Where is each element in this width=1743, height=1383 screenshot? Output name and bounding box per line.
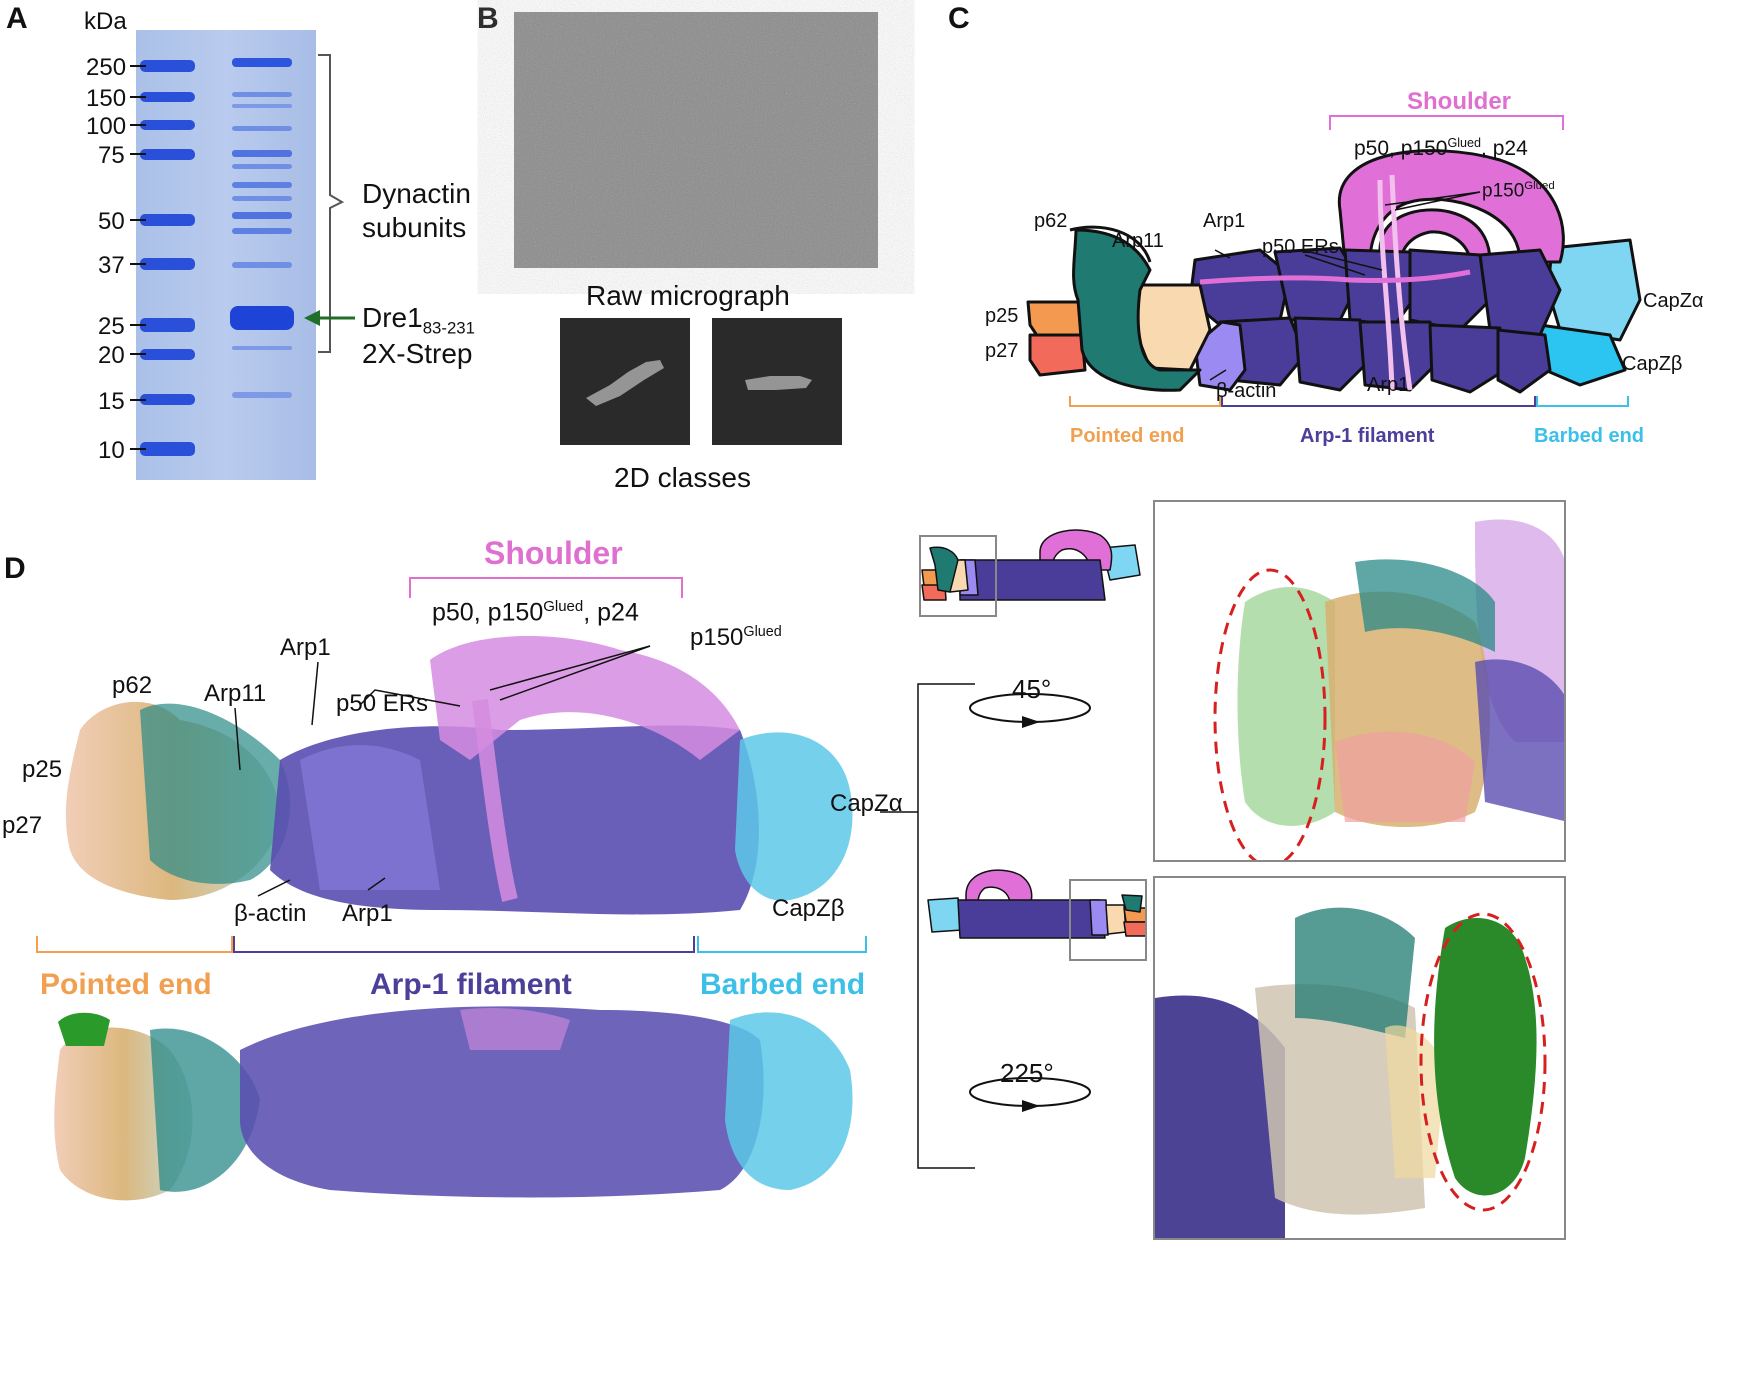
rotation-45-label: 45°	[1012, 674, 1052, 704]
class-box-2	[712, 318, 842, 445]
c-arp11-label: Arp11	[1112, 230, 1164, 252]
p25-shape	[1026, 300, 1087, 342]
raw-micrograph-label: Raw micrograph	[586, 280, 790, 311]
label-dre1: Dre183-231	[362, 302, 475, 338]
c-pointed-end-label: Pointed end	[1070, 425, 1185, 447]
capz-beta-shape	[1538, 323, 1627, 387]
d-pointed-end-density	[65, 701, 280, 900]
class-box-1	[560, 318, 690, 445]
zoom-1-density	[1155, 502, 1564, 860]
dynactin-bracket	[318, 54, 345, 353]
barbed-bracket-c	[1536, 396, 1629, 407]
zoom-1-highlight-ellipse	[1213, 568, 1327, 860]
shoulder-shape	[1337, 149, 1565, 264]
panel-label-b: B	[477, 2, 499, 35]
ladder-bands	[140, 60, 195, 456]
thumb-box-2	[1069, 879, 1147, 961]
barbed-bracket-d	[697, 936, 867, 953]
panel-label-a: A	[6, 2, 28, 35]
marker-250: 250	[86, 54, 127, 81]
panel-label-c: C	[948, 2, 970, 35]
d-arp1-bottom-label: Arp1	[342, 900, 393, 927]
panel-label-d: D	[4, 552, 26, 585]
marker-50: 50	[98, 208, 125, 235]
d-arp1-top-label: Arp1	[280, 634, 331, 661]
c-shoulder-subunits: p50, p150Glued, p24	[1354, 136, 1528, 160]
d-pointed-end-label: Pointed end	[40, 968, 212, 1001]
zoom-panel-pointed-end-225	[1153, 876, 1566, 1240]
c-arp1-top-label: Arp1	[1203, 210, 1246, 232]
d-lower-green-density	[58, 1012, 110, 1046]
pointed-bracket-c	[1069, 396, 1221, 407]
c-p25-label: p25	[985, 305, 1019, 327]
marker-15: 15	[98, 388, 125, 415]
d-arp11-label: Arp11	[204, 680, 267, 707]
marker-150: 150	[86, 85, 127, 112]
zoom-2-green-density	[1434, 918, 1537, 1196]
d-p27-label: p27	[2, 812, 43, 839]
dre1-arrow	[304, 310, 320, 326]
zoom-2-ribbon-model	[1155, 878, 1564, 1238]
shoulder-bracket-c	[1329, 115, 1564, 130]
c-p27-label: p27	[985, 340, 1019, 362]
c-arp1-bottom-label: Arp1	[1367, 374, 1410, 396]
shoulder-bracket-d	[409, 577, 683, 598]
c-bactin-label: β-actin	[1216, 380, 1277, 402]
d-shoulder-title: Shoulder	[484, 535, 623, 571]
d-barbed-end-label: Barbed end	[700, 968, 866, 1001]
d-p25-label: p25	[22, 756, 63, 783]
c-capzb-label: CapZβ	[1622, 353, 1683, 375]
d-lower-barbed-density	[725, 1012, 853, 1190]
zoom-panel-pointed-end-45	[1153, 500, 1566, 862]
c-filament-label: Arp-1 filament	[1300, 425, 1435, 447]
p62-shape	[1072, 228, 1202, 392]
gel-unit-label: kDa	[84, 8, 127, 35]
c-p62-label: p62	[1034, 210, 1068, 232]
marker-75: 75	[98, 142, 125, 169]
2d-classes-label: 2D classes	[614, 462, 751, 493]
marker-25: 25	[98, 313, 125, 340]
d-filament-density	[270, 725, 759, 915]
marker-10: 10	[98, 437, 125, 464]
d-p150-label: p150Glued	[690, 624, 782, 651]
rotation-arrow-2-icon	[1022, 1100, 1040, 1112]
c-shoulder-title: Shoulder	[1407, 88, 1512, 115]
marker-100: 100	[86, 113, 127, 140]
d-p62-label: p62	[112, 672, 153, 699]
d-p50ers-label: p50 ERs	[336, 690, 429, 717]
label-dynactin: Dynactin	[362, 178, 471, 209]
c-p50ers-label: p50 ERs	[1262, 236, 1339, 258]
d-bactin-label: β-actin	[234, 900, 307, 927]
label-subunits: subunits	[362, 212, 467, 243]
c-capza-label: CapZα	[1643, 290, 1704, 312]
rotation-arrow-1-icon	[1022, 716, 1040, 728]
c-barbed-end-label: Barbed end	[1534, 425, 1645, 447]
rotation-225-label: 225°	[1000, 1058, 1054, 1088]
d-capzb-label: CapZβ	[772, 895, 845, 922]
d-filament-label: Arp-1 filament	[370, 968, 572, 1001]
zoom-2-highlight-ellipse	[1419, 912, 1547, 1212]
gel-background	[136, 30, 316, 480]
d-lower-pointed-density	[54, 1027, 193, 1201]
d-shoulder-density	[430, 636, 740, 760]
d-shoulder-subunits: p50, p150Glued, p24	[432, 598, 639, 627]
d-lower-filament-density	[240, 1006, 764, 1198]
capz-alpha-shape	[1546, 238, 1642, 342]
label-strep: 2X-Strep	[362, 338, 473, 369]
arp11-shape	[1133, 283, 1212, 372]
thumb-box-1	[919, 535, 997, 617]
filament-bracket-d	[233, 936, 695, 953]
p27-shape	[1028, 333, 1087, 377]
pointed-bracket-d	[36, 936, 233, 953]
marker-20: 20	[98, 342, 125, 369]
sample-lane-bands	[230, 58, 294, 398]
d-capza-label: CapZα	[830, 790, 903, 817]
c-p150-label: p150Glued	[1482, 180, 1555, 202]
marker-37: 37	[98, 252, 125, 279]
